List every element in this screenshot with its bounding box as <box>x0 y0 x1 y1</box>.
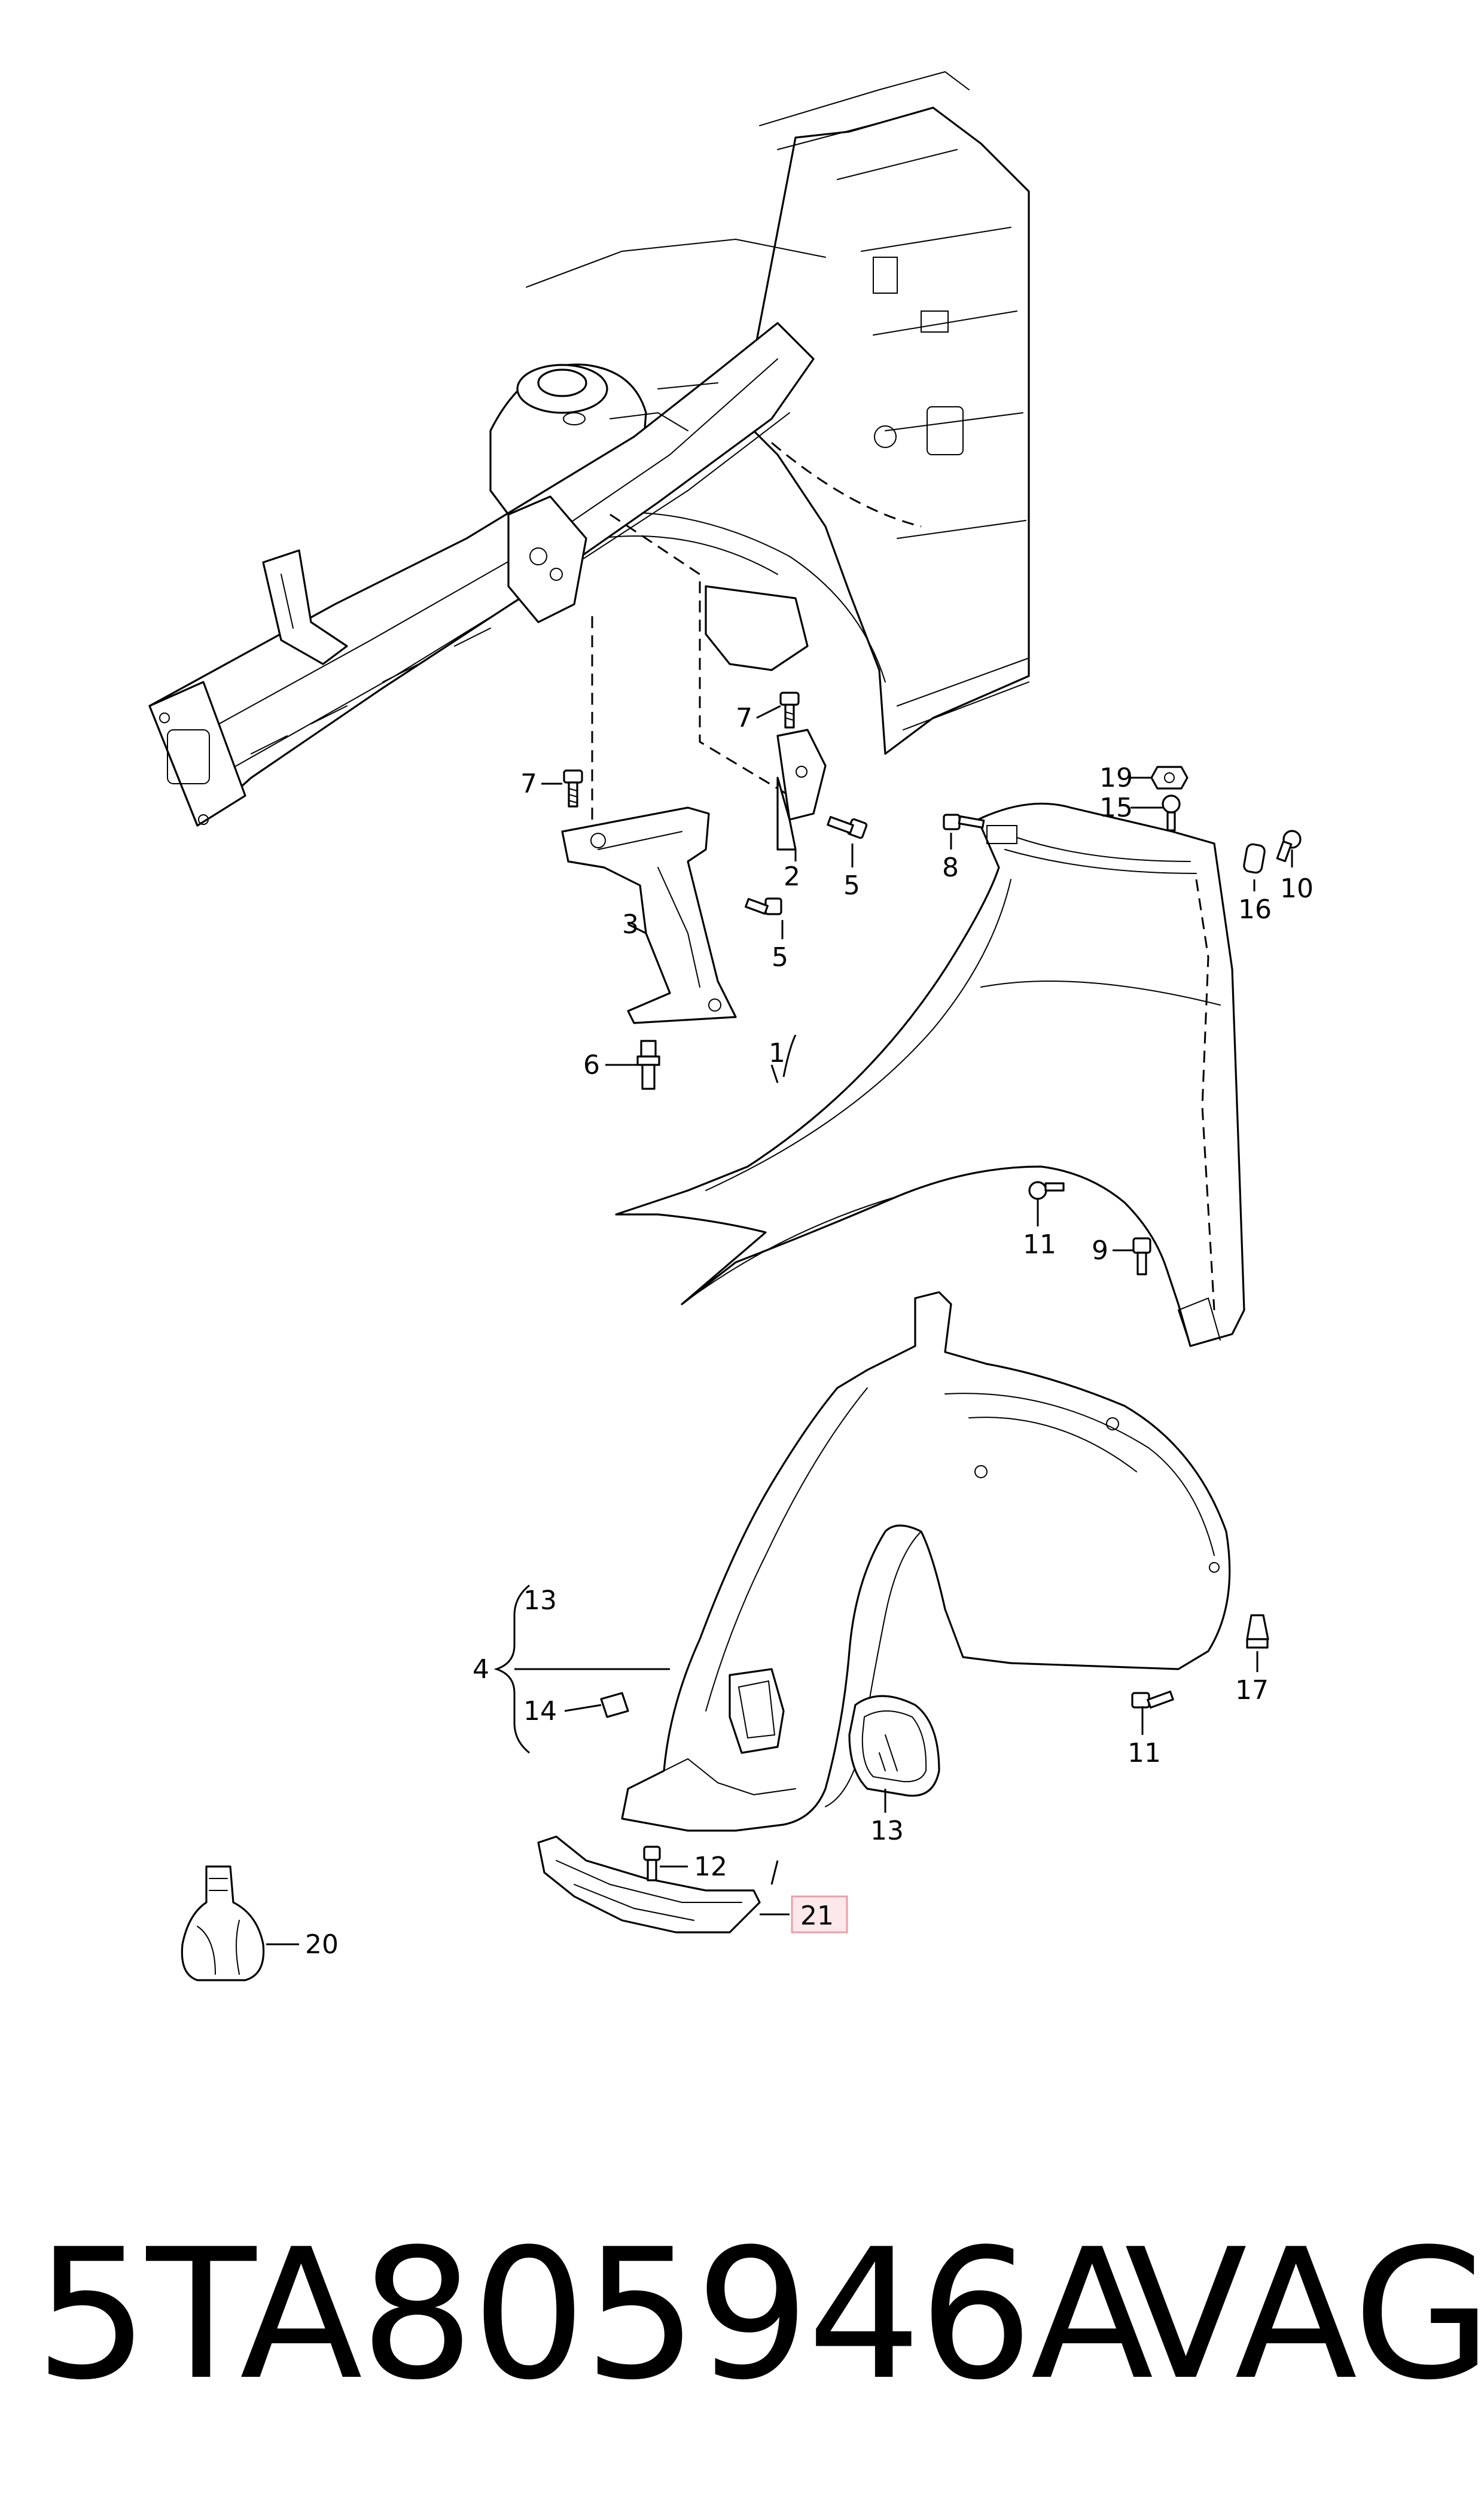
bolt-icon <box>1131 1690 1174 1709</box>
wheel-liner <box>621 1291 1231 1832</box>
bolt-icon <box>563 769 583 808</box>
callout-10: 10 <box>1280 873 1314 904</box>
bolt-icon <box>779 692 800 729</box>
bolt-icon <box>1028 1181 1065 1200</box>
callout-6: 6 <box>583 1050 600 1080</box>
callout-9: 9 <box>1092 1235 1108 1266</box>
bolt-icon <box>1162 794 1181 832</box>
part-number: 5TA805946A <box>35 2211 1153 2419</box>
callout-3: 3 <box>622 909 639 940</box>
bolt-icon <box>643 1846 661 1881</box>
callout-4: 4 <box>473 1654 489 1685</box>
callout-11b: 11 <box>1128 1738 1161 1768</box>
fender <box>615 802 1245 1347</box>
clip-icon <box>1243 843 1266 874</box>
callout-21: 21 <box>800 1901 834 1931</box>
callout-17: 17 <box>1235 1675 1269 1706</box>
bolt-icon <box>636 1040 660 1090</box>
callout-12: 12 <box>694 1852 727 1882</box>
body-structure <box>148 71 1030 827</box>
clip-icon <box>1246 1614 1269 1649</box>
callout-15: 15 <box>1099 793 1133 823</box>
callout-7a: 7 <box>520 769 537 799</box>
callout-5a: 5 <box>843 870 860 901</box>
highlight-box <box>791 1895 848 1934</box>
grommet <box>181 1865 265 1981</box>
clip-icon <box>600 1692 629 1718</box>
lower-trim <box>537 1835 761 1934</box>
bolt-icon <box>1132 1237 1151 1275</box>
brand-name: VAG <box>1125 2211 1484 2419</box>
fasteners <box>563 692 1302 1881</box>
leader-lines <box>266 705 1293 1945</box>
bolt-icon <box>827 815 868 839</box>
callout-11a: 11 <box>1023 1229 1056 1260</box>
callout-2: 2 <box>784 861 800 892</box>
callout-5b: 5 <box>772 942 788 973</box>
access-cover <box>848 1695 940 1797</box>
callout-14: 14 <box>523 1696 557 1727</box>
fender-bracket <box>561 806 737 1024</box>
bolt-icon <box>943 814 985 830</box>
callout-19: 19 <box>1099 763 1133 793</box>
callout-20: 20 <box>305 1929 339 1960</box>
callouts: 1 2 3 4 5 5 6 7 7 8 9 10 11 11 12 13 13 … <box>305 703 1314 1960</box>
small-bracket <box>776 729 827 851</box>
nut-icon <box>1150 766 1189 790</box>
bolt-icon <box>1276 830 1302 863</box>
callout-7b: 7 <box>736 703 752 733</box>
callout-13a: 13 <box>523 1585 557 1616</box>
callout-1: 1 <box>769 1038 785 1068</box>
bolt-icon <box>745 897 782 915</box>
callout-13b: 13 <box>870 1816 904 1846</box>
callout-16: 16 <box>1238 894 1272 925</box>
assembly-lines <box>591 442 922 820</box>
callout-8: 8 <box>942 852 959 883</box>
